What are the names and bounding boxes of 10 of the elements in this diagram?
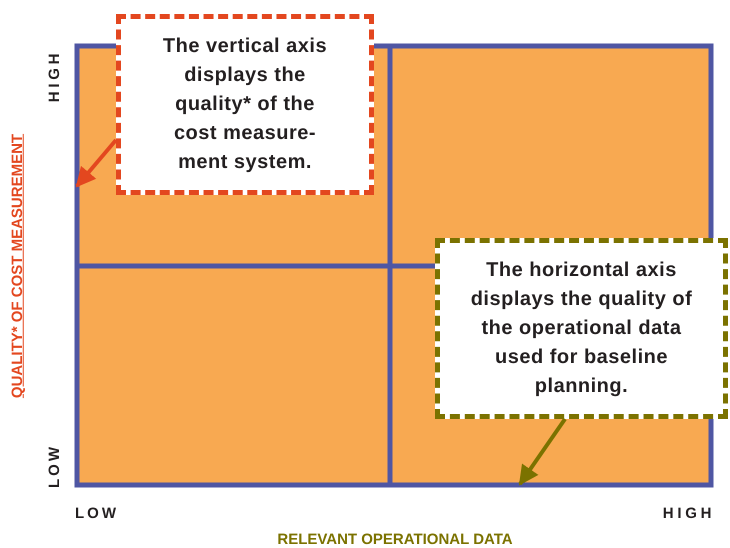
axis-label: RELEVANT OPERATIONAL DATA [277,530,513,548]
leader-arrow [518,418,567,486]
axis-label: HIGH [662,504,716,524]
axis-label: HIGH [44,50,64,102]
callout-box: The vertical axis displays the quality* of the cost measure- ment system. [116,14,374,195]
callout-box: The horizontal axis displays the quality of the operational data used for baseline planning. [435,238,728,419]
axis-label: LOW [75,504,119,524]
leader-arrow [75,138,118,188]
axis-label: LOW [44,444,64,488]
axis-label: QUALITY* OF COST MEASUREMENT [8,134,27,398]
